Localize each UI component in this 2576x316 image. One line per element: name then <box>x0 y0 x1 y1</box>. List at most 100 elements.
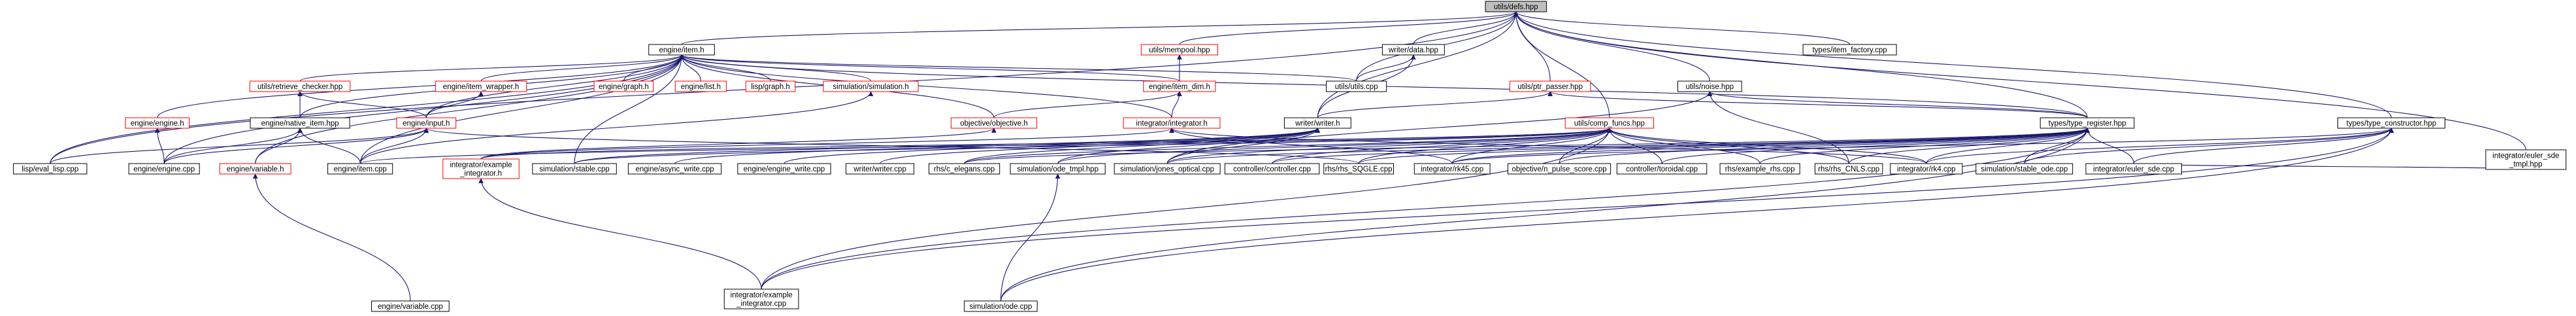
node-rhs-example-rhs[interactable]: rhs/example_rhs.cpp <box>1719 163 1800 175</box>
node-engine-item-h[interactable]: engine/item.h <box>648 44 715 56</box>
node-utils-retrieve-checker[interactable]: utils/retrieve_checker.hpp <box>249 80 351 92</box>
node-box[interactable] <box>1381 44 1445 56</box>
node-box[interactable] <box>125 117 190 129</box>
node-writer-data[interactable]: writer/data.hpp <box>1381 44 1445 56</box>
node-utils-noise[interactable]: utils/noise.hpp <box>1677 80 1742 92</box>
node-box[interactable] <box>1140 44 1219 56</box>
node-box[interactable] <box>1677 80 1742 92</box>
node-box[interactable] <box>1323 163 1395 175</box>
node-objective-objective-h[interactable]: objective/objective.h <box>950 117 1038 129</box>
node-engine-item-cpp[interactable]: engine/item.cpp <box>327 163 393 175</box>
node-integrator-example-integrator-h[interactable]: integrator/example_integrator.h <box>442 158 520 179</box>
node-box[interactable] <box>1564 117 1655 129</box>
node-types-type-constructor[interactable]: types/type_constructor.hpp <box>2337 117 2445 129</box>
node-controller-toroidal[interactable]: controller/toroidal.cpp <box>1616 163 1708 175</box>
node-box[interactable] <box>846 163 915 175</box>
node-box[interactable] <box>2085 163 2182 175</box>
node-engine-engine-cpp[interactable]: engine/engine.cpp <box>128 163 200 175</box>
node-box[interactable] <box>1802 44 1897 56</box>
node-objective-n-pulse[interactable]: objective/n_pulse_score.cpp <box>1508 163 1611 175</box>
node-engine-graph-h[interactable]: engine/graph.h <box>593 80 654 92</box>
node-engine-item-wrapper[interactable]: engine/item_wrapper.h <box>435 80 527 92</box>
node-box[interactable] <box>1975 163 2073 175</box>
node-box[interactable] <box>823 80 919 92</box>
node-engine-native-item[interactable]: engine/native_item.hpp <box>250 117 350 129</box>
node-utils-comp-funcs[interactable]: utils/comp_funcs.hpp <box>1564 117 1655 129</box>
node-lisp-eval-lisp[interactable]: lisp/eval_lisp.cpp <box>13 163 88 175</box>
node-integrator-rk4[interactable]: integrator/rk4.cpp <box>1890 163 1963 175</box>
node-box[interactable] <box>627 163 722 175</box>
node-rhs-c-elegans[interactable]: rhs/c_elegans.cpp <box>929 163 1000 175</box>
node-box[interactable] <box>442 158 520 179</box>
node-box[interactable] <box>371 300 450 312</box>
node-writer-writer-h[interactable]: writer/writer.h <box>1283 117 1351 129</box>
node-box[interactable] <box>1616 163 1708 175</box>
node-box[interactable] <box>723 289 799 309</box>
node-box[interactable] <box>1224 163 1320 175</box>
node-box[interactable] <box>1326 80 1387 92</box>
node-integrator-rk45[interactable]: integrator/rk45.cpp <box>1413 163 1491 175</box>
node-types-item-factory[interactable]: types/item_factory.cpp <box>1802 44 1897 56</box>
node-rhs-sqgle[interactable]: rhs/rhs_SQGLE.cpp <box>1323 163 1395 175</box>
node-box[interactable] <box>128 163 200 175</box>
node-box[interactable] <box>593 80 654 92</box>
node-controller-controller[interactable]: controller/controller.cpp <box>1224 163 1320 175</box>
node-engine-variable-h[interactable]: engine/variable.h <box>219 163 291 175</box>
node-engine-list-h[interactable]: engine/list.h <box>674 80 727 92</box>
node-box[interactable] <box>648 44 715 56</box>
node-utils-defs[interactable]: utils/defs.hpp <box>1485 1 1547 12</box>
node-engine-input-h[interactable]: engine/input.h <box>396 117 457 129</box>
node-box[interactable] <box>1485 1 1547 12</box>
node-simulation-ode-cpp[interactable]: simulation/ode.cpp <box>964 300 1038 312</box>
node-box[interactable] <box>250 117 350 129</box>
node-integrator-euler-sde-tmpl[interactable]: integrator/euler_sde_tmpl.hpp <box>2485 149 2567 170</box>
node-engine-engine-h[interactable]: engine/engine.h <box>125 117 190 129</box>
node-box[interactable] <box>964 300 1038 312</box>
node-box[interactable] <box>1508 163 1611 175</box>
node-utils-utils-cpp[interactable]: utils/utils.cpp <box>1326 80 1387 92</box>
node-engine-async-write[interactable]: engine/async_write.cpp <box>627 163 722 175</box>
node-box[interactable] <box>1283 117 1351 129</box>
node-integrator-example-integrator-cpp[interactable]: integrator/example_integrator.cpp <box>723 289 799 309</box>
node-box[interactable] <box>13 163 88 175</box>
node-writer-writer-cpp[interactable]: writer/writer.cpp <box>846 163 915 175</box>
node-lisp-graph-h[interactable]: lisp/graph.h <box>745 80 796 92</box>
node-integrator-euler-sde-cpp[interactable]: integrator/euler_sde.cpp <box>2085 163 2182 175</box>
node-box[interactable] <box>435 80 527 92</box>
node-simulation-simulation-h[interactable]: simulation/simulation.h <box>823 80 919 92</box>
node-simulation-jones-optical[interactable]: simulation/jones_optical.cpp <box>1114 163 1221 175</box>
node-box[interactable] <box>674 80 727 92</box>
node-utils-mempool[interactable]: utils/mempool.hpp <box>1140 44 1219 56</box>
node-box[interactable] <box>1123 117 1221 129</box>
node-utils-ptr-passer[interactable]: utils/ptr_passer.hpp <box>1509 80 1591 92</box>
node-box[interactable] <box>1509 80 1591 92</box>
node-box[interactable] <box>745 80 796 92</box>
node-box[interactable] <box>327 163 393 175</box>
node-box[interactable] <box>1114 163 1221 175</box>
node-simulation-ode-tmpl[interactable]: simulation/ode_tmpl.hpp <box>1010 163 1106 175</box>
node-box[interactable] <box>2337 117 2445 129</box>
node-engine-engine-write[interactable]: engine/engine_write.cpp <box>737 163 831 175</box>
node-types-type-register[interactable]: types/type_register.hpp <box>2039 117 2135 129</box>
node-simulation-stable-cpp[interactable]: simulation/stable.cpp <box>532 163 617 175</box>
node-box[interactable] <box>532 163 617 175</box>
node-box[interactable] <box>1815 163 1883 175</box>
node-box[interactable] <box>219 163 291 175</box>
node-box[interactable] <box>1719 163 1800 175</box>
node-simulation-stable-ode[interactable]: simulation/stable_ode.cpp <box>1975 163 2073 175</box>
node-box[interactable] <box>737 163 831 175</box>
node-box[interactable] <box>1413 163 1491 175</box>
node-engine-item-dim[interactable]: engine/item_dim.h <box>1143 80 1216 92</box>
node-box[interactable] <box>396 117 457 129</box>
node-box[interactable] <box>1010 163 1106 175</box>
node-box[interactable] <box>2039 117 2135 129</box>
node-box[interactable] <box>1143 80 1216 92</box>
node-box[interactable] <box>950 117 1038 129</box>
node-box[interactable] <box>249 80 351 92</box>
node-box[interactable] <box>1890 163 1963 175</box>
node-box[interactable] <box>929 163 1000 175</box>
node-integrator-integrator-h[interactable]: integrator/integrator.h <box>1123 117 1221 129</box>
node-rhs-cnls[interactable]: rhs/rhs_CNLS.cpp <box>1815 163 1883 175</box>
node-engine-variable-cpp[interactable]: engine/variable.cpp <box>371 300 450 312</box>
node-box[interactable] <box>2485 149 2567 170</box>
